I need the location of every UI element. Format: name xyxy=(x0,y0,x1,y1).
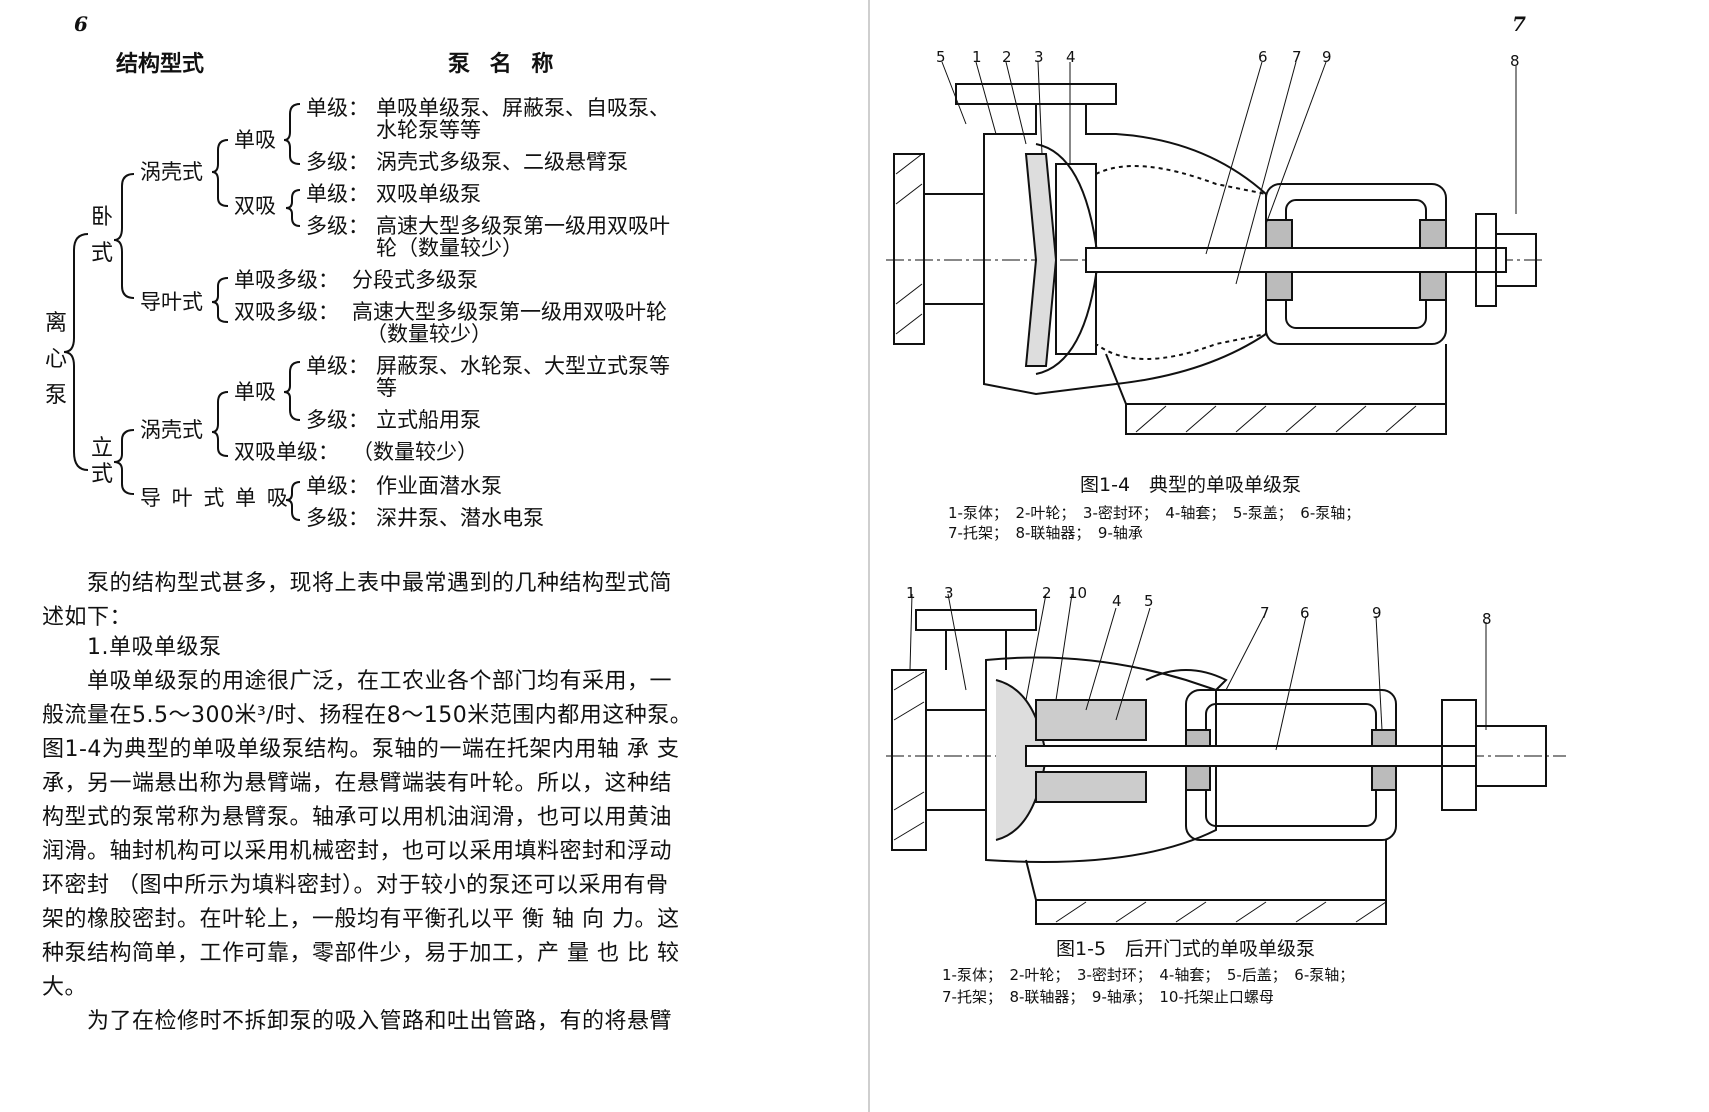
paragraph-line: 承，另一端悬出称为悬臂端，在悬臂端装有叶轮。所以，这种结 xyxy=(42,771,673,796)
paragraph-line: 润滑。轴封机构可以采用机械密封，也可以采用填料密封和浮动 xyxy=(42,839,673,864)
callout-label: 4 xyxy=(1112,592,1122,610)
callout-label: 7 xyxy=(1292,48,1302,66)
label-h-ss-single-stage: 单级： xyxy=(306,96,369,120)
label-vertical: 立式 xyxy=(90,436,113,487)
label-v-diff-single-stage: 单级： xyxy=(306,474,369,498)
paragraph-line: 大。 xyxy=(42,975,88,1000)
value-h-ds-multi-stage-1: 高速大型多级泵第一级用双吸叶 xyxy=(376,214,670,238)
page-number-left: 6 xyxy=(74,12,88,36)
figure-1-4-legend-line1: 1-泵体； 2-叶轮； 3-密封环； 4-轴套； 5-泵盖； 6-泵轴； xyxy=(948,504,1361,522)
callout-label: 7 xyxy=(1260,604,1270,622)
callout-label: 3 xyxy=(944,584,954,602)
callout-label: 3 xyxy=(1034,48,1044,66)
callout-label: 2 xyxy=(1002,48,1012,66)
paragraph-line: 泵的结构型式甚多，现将上表中最常遇到的几种结构型式简 xyxy=(42,571,673,596)
paragraph-line: 构型式的泵常称为悬臂泵。轴承可以用机油润滑，也可以用黄油 xyxy=(42,805,673,830)
label-v-diffuser-single: 导 叶 式 单 吸 xyxy=(140,486,290,510)
value-h-ds-multi-stage-2: 轮（数量较少） xyxy=(376,236,523,260)
paragraph-line: 述如下： xyxy=(42,605,133,630)
label-h-diff-double: 双吸多级： xyxy=(234,300,339,324)
label-v-double-single: 双吸单级： xyxy=(234,440,339,464)
callout-label: 5 xyxy=(936,48,946,66)
classification-braces xyxy=(63,103,301,521)
paragraph-line: 环密封 （图中所示为填料密封）。对于较小的泵还可以采用有骨 xyxy=(42,873,669,898)
paragraph-line: 单吸单级泵的用途很广泛，在工农业各个部门均有采用，一 xyxy=(42,669,673,694)
figure-1-5-legend-line2: 7-托架； 8-联轴器； 9-轴承； 10-托架止口螺母 xyxy=(942,988,1274,1006)
section-heading: 1.单吸单级泵 xyxy=(42,635,222,660)
value-v-ss-single-stage-2: 等 xyxy=(376,376,397,400)
callout-label: 6 xyxy=(1300,604,1310,622)
value-h-ds-single-stage: 双吸单级泵 xyxy=(376,182,481,206)
value-h-ss-multi-stage: 涡壳式多级泵、二级悬臂泵 xyxy=(376,150,628,174)
figure-1-4-caption: 图1-4 典型的单吸单级泵 xyxy=(1080,474,1302,496)
callout-label: 5 xyxy=(1144,592,1154,610)
callout-label: 2 xyxy=(1042,584,1052,602)
table-header-name: 泵 名 称 xyxy=(448,52,560,77)
page-number-right: 7 xyxy=(1512,12,1526,36)
label-centrifugal-pump: 离心泵 xyxy=(44,311,67,408)
figure-1-4-legend-line2: 7-托架； 8-联轴器； 9-轴承 xyxy=(948,524,1143,542)
paragraph-line: 为了在检修时不拆卸泵的吸入管路和吐出管路，有的将悬臂 xyxy=(42,1009,673,1034)
label-v-diff-multi-stage: 多级： xyxy=(306,506,369,530)
paragraph-line: 种泵结构简单，工作可靠，零部件少，易于加工，产 量 也 比 较 xyxy=(42,941,680,966)
paragraph-line: 架的橡胶密封。在叶轮上，一般均有平衡孔以平 衡 轴 向 力。这 xyxy=(42,907,680,932)
callout-label: 9 xyxy=(1322,48,1332,66)
callout-label: 10 xyxy=(1068,584,1088,602)
value-v-ss-single-stage-1: 屏蔽泵、水轮泵、大型立式泵等 xyxy=(376,354,670,378)
paragraph-line: 图1-4为典型的单吸单级泵结构。泵轴的一端在托架内用轴 承 支 xyxy=(42,737,680,762)
callout-label: 9 xyxy=(1372,604,1382,622)
value-v-diff-single-stage: 作业面潜水泵 xyxy=(376,474,502,498)
callout-label: 6 xyxy=(1258,48,1268,66)
label-h-ds-single-stage: 单级： xyxy=(306,182,369,206)
figure-1-4-drawing xyxy=(886,61,1546,435)
label-v-single-suction: 单吸 xyxy=(234,380,276,404)
label-h-double-suction: 双吸 xyxy=(234,194,276,218)
callout-label: 1 xyxy=(906,584,916,602)
value-h-diff-double-1: 高速大型多级泵第一级用双吸叶轮 xyxy=(352,300,667,324)
callout-label: 8 xyxy=(1482,610,1492,628)
right-page: 7 xyxy=(872,0,1709,1112)
value-h-diff-single: 分段式多级泵 xyxy=(352,268,478,292)
label-h-diffuser: 导叶式 xyxy=(140,290,203,314)
label-h-ds-multi-stage: 多级： xyxy=(306,214,369,238)
label-h-diff-single: 单吸多级： xyxy=(234,268,339,292)
label-h-volute: 涡壳式 xyxy=(140,160,203,184)
value-h-diff-double-2: （数量较少） xyxy=(366,322,492,346)
figure-1-5-drawing xyxy=(886,593,1566,925)
left-page: 6 结构型式 泵 名 称 离心泵 卧式 立式 涡壳式 单吸 单级： 单吸单级泵、… xyxy=(42,12,693,1034)
callout-label: 4 xyxy=(1066,48,1076,66)
value-h-ss-single-stage-2: 水轮泵等等 xyxy=(376,118,481,142)
label-h-single-suction: 单吸 xyxy=(234,128,276,152)
value-h-ss-single-stage-1: 单吸单级泵、屏蔽泵、自吸泵、 xyxy=(376,96,670,120)
page-gutter xyxy=(868,0,870,1112)
paragraph-line: 般流量在5.5～300米³/时、扬程在8～150米范围内都用这种泵。 xyxy=(42,703,693,728)
value-v-ss-multi-stage: 立式船用泵 xyxy=(376,408,481,432)
value-v-diff-multi-stage: 深井泵、潜水电泵 xyxy=(376,506,544,530)
value-v-double-single: （数量较少） xyxy=(352,440,478,464)
label-v-ss-single-stage: 单级： xyxy=(306,354,369,378)
callout-label: 1 xyxy=(972,48,982,66)
label-v-ss-multi-stage: 多级： xyxy=(306,408,369,432)
figure-1-5-legend-line1: 1-泵体； 2-叶轮； 3-密封环； 4-轴套； 5-后盖； 6-泵轴； xyxy=(942,966,1355,984)
callout-label: 8 xyxy=(1510,52,1520,70)
label-h-ss-multi-stage: 多级： xyxy=(306,150,369,174)
label-v-volute: 涡壳式 xyxy=(140,418,203,442)
figure-1-5-caption: 图1-5 后开门式的单吸单级泵 xyxy=(1056,938,1316,960)
table-header-structure: 结构型式 xyxy=(116,52,205,77)
label-horizontal: 卧式 xyxy=(90,205,113,266)
